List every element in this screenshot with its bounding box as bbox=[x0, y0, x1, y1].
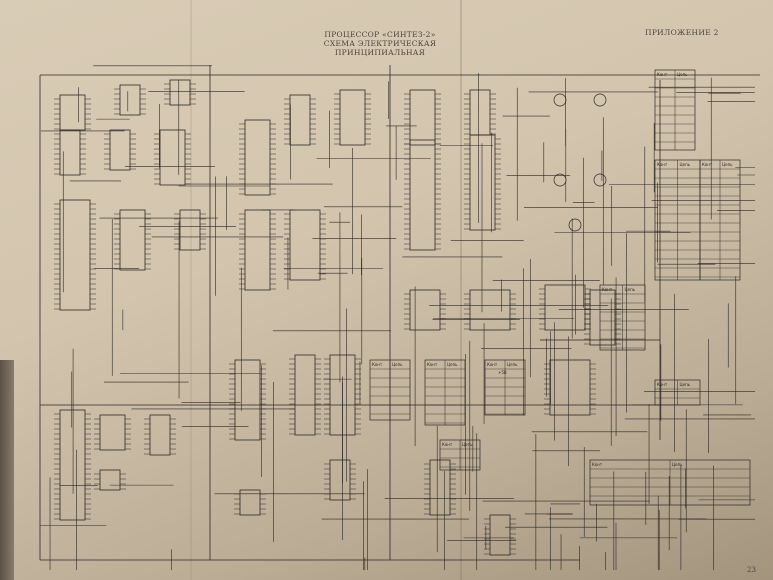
ic-chip bbox=[119, 84, 141, 116]
table-header-circuit: Цепь bbox=[680, 162, 691, 167]
transistor bbox=[593, 173, 607, 187]
table-header-contact: Конт bbox=[442, 442, 453, 447]
table-header-circuit: Цепь bbox=[722, 162, 733, 167]
ic-chip bbox=[409, 139, 436, 251]
schematic-subtitle: СХЕМА ЭЛЕКТРИЧЕСКАЯ ПРИНЦИПИАЛЬНАЯ bbox=[323, 39, 437, 57]
ic-chip bbox=[149, 414, 171, 456]
table-header-circuit: Цепь bbox=[392, 362, 403, 367]
ic-chip bbox=[289, 209, 321, 281]
ic-chip bbox=[169, 79, 191, 106]
schematic-title: ПРОЦЕССОР «СИНТЕЗ-2» bbox=[324, 30, 436, 39]
ic-chip bbox=[294, 354, 316, 436]
ic-chip bbox=[409, 89, 436, 146]
ic-chip bbox=[179, 209, 201, 251]
table-header-contact: Конт bbox=[657, 72, 668, 77]
table-header-contact: Конт bbox=[592, 462, 603, 467]
table-header-contact: Конт bbox=[657, 162, 668, 167]
table-header-circuit: Цепь bbox=[625, 287, 636, 292]
ic-chip bbox=[329, 354, 356, 436]
table-header-contact: Конт bbox=[372, 362, 383, 367]
ic-chip bbox=[544, 284, 586, 331]
power-label: +5В bbox=[498, 370, 507, 375]
transistor bbox=[553, 173, 567, 187]
appendix-label: ПРИЛОЖЕНИЕ 2 bbox=[645, 28, 719, 37]
page-number: 23 bbox=[747, 566, 756, 574]
table-header-contact: Конт bbox=[657, 382, 668, 387]
ic-chip bbox=[549, 359, 591, 416]
paper-fold bbox=[190, 0, 192, 580]
ic-chip bbox=[469, 134, 496, 231]
ic-chip bbox=[244, 119, 271, 196]
schematic-title-block: ПРОЦЕССОР «СИНТЕЗ-2» СХЕМА ЭЛЕКТРИЧЕСКАЯ… bbox=[300, 30, 460, 57]
ic-chip bbox=[339, 89, 366, 146]
ic-chip bbox=[59, 409, 86, 521]
ic-chip bbox=[119, 209, 146, 271]
ic-chip bbox=[59, 94, 86, 131]
table-header-contact: Конт bbox=[427, 362, 438, 367]
ic-chip bbox=[329, 459, 351, 501]
table-header-circuit: Цепь bbox=[672, 462, 683, 467]
ic-chip bbox=[99, 469, 121, 491]
table-header-circuit: Цепь bbox=[677, 72, 688, 77]
transistor bbox=[568, 218, 582, 232]
paper-fold bbox=[460, 0, 462, 580]
table-header-circuit: Цепь bbox=[462, 442, 473, 447]
ic-chip bbox=[489, 514, 511, 556]
page-edge-shadow bbox=[0, 360, 14, 580]
ic-chip bbox=[289, 94, 311, 146]
ic-chip bbox=[59, 199, 91, 311]
ic-chip bbox=[409, 289, 441, 331]
table-header-contact: Конт bbox=[602, 287, 613, 292]
transistor bbox=[593, 93, 607, 107]
ic-chip bbox=[159, 129, 186, 186]
ic-chip bbox=[59, 129, 81, 176]
table-header-circuit: Цепь bbox=[507, 362, 518, 367]
ic-chip bbox=[99, 414, 126, 451]
table-header-circuit: Цепь bbox=[680, 382, 691, 387]
ic-chip bbox=[244, 209, 271, 291]
table-header-circuit: Цепь bbox=[447, 362, 458, 367]
ic-chip bbox=[589, 289, 616, 346]
ic-chip bbox=[234, 359, 261, 441]
ic-chip bbox=[109, 129, 131, 171]
table-header-contact: Конт bbox=[702, 162, 713, 167]
transistor bbox=[553, 93, 567, 107]
ic-chip bbox=[469, 289, 511, 331]
ic-chip bbox=[469, 89, 491, 136]
ic-chip bbox=[239, 489, 261, 516]
table-header-contact: Конт bbox=[487, 362, 498, 367]
